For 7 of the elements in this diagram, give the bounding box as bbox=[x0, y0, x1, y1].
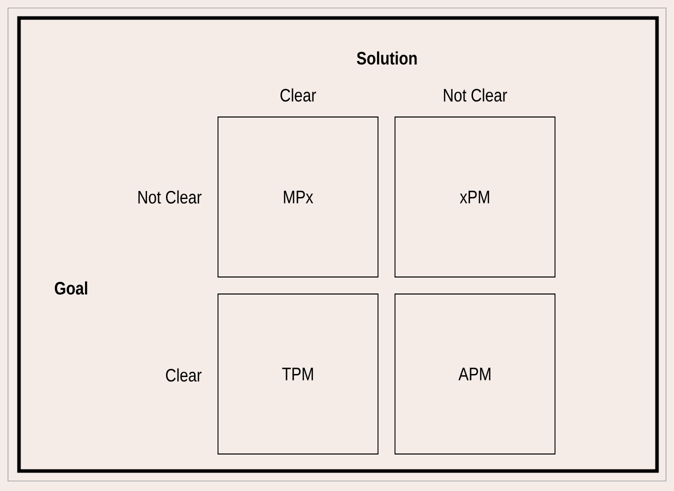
matrix-cell: xPM bbox=[394, 116, 556, 278]
axis-title: Goal bbox=[54, 281, 88, 295]
matrix-cell: MPx bbox=[218, 116, 378, 278]
axis-title: Solution bbox=[356, 51, 417, 65]
row-header: Not Clear bbox=[138, 190, 202, 204]
matrix-cell: APM bbox=[394, 294, 556, 454]
matrix-cell: TPM bbox=[218, 294, 378, 454]
